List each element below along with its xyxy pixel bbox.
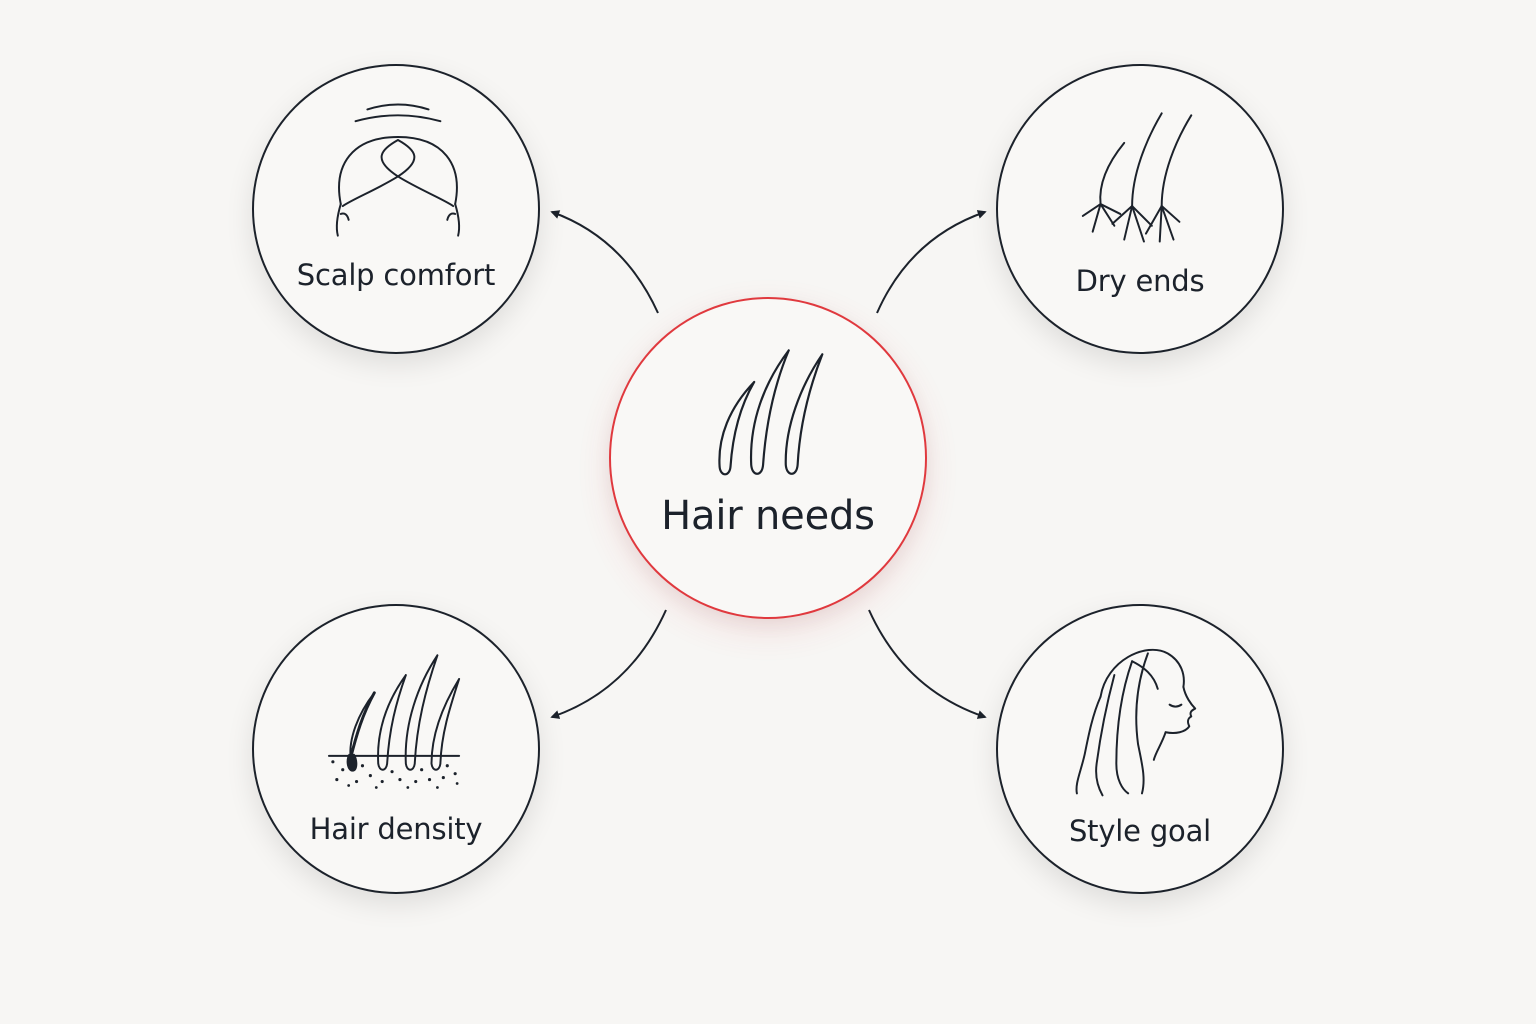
arrow-to-style-goal	[868, 609, 987, 719]
node-dry-ends[interactable]: Dry ends	[996, 64, 1284, 354]
dry-ends-icon	[1081, 112, 1193, 243]
style-goal-icon	[1075, 648, 1197, 797]
node-scalp-comfort[interactable]: Scalp comfort	[252, 64, 540, 354]
center-label: Hair needs	[661, 493, 875, 539]
arrow-to-dry-ends	[876, 210, 987, 314]
hair-density-label: Hair density	[309, 812, 483, 846]
hair-strands-icon	[718, 349, 824, 476]
arrow-to-hair-density	[550, 609, 667, 719]
scalp-comfort-icon	[335, 103, 461, 237]
scalp-comfort-label: Scalp comfort	[296, 258, 496, 292]
node-style-goal[interactable]: Style goal	[996, 604, 1284, 894]
dry-ends-label: Dry ends	[1075, 264, 1205, 298]
arrow-to-scalp-comfort	[550, 210, 659, 314]
hair-density-icon	[327, 654, 461, 789]
center-node[interactable]: Hair needs	[609, 297, 927, 619]
node-hair-density[interactable]: Hair density	[252, 604, 540, 894]
style-goal-label: Style goal	[1068, 814, 1212, 848]
